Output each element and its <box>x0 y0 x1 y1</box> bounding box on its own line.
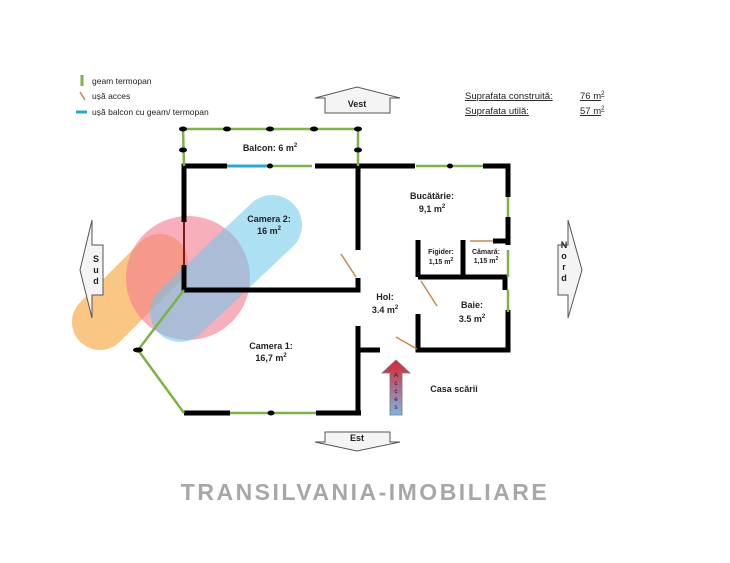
pantry-name: Cămară: <box>472 249 500 256</box>
fridge-name: Figider: <box>428 249 454 256</box>
usable-area-value: 57 m2 <box>580 106 605 117</box>
camera1-size: 16,7 m2 <box>255 353 287 363</box>
fridge-size: 1,15 m2 <box>429 257 454 266</box>
balcony-label: Balcon: 6 m2 <box>243 143 298 153</box>
pantry-size: 1,15 m2 <box>474 256 499 265</box>
camera1-name: Camera 1: <box>249 341 293 351</box>
decorative-circles <box>72 195 302 350</box>
bathroom-size: 3.5 m2 <box>459 314 486 324</box>
built-area-label: Suprafata construită: <box>465 91 553 102</box>
usable-area-label: Suprafata utilă: <box>465 106 529 117</box>
kitchen-name: Bucătărie: <box>410 191 454 201</box>
east-label: Est <box>350 433 364 443</box>
legend-door: ușă acces <box>92 91 130 101</box>
west-label: Vest <box>348 99 367 109</box>
west-arrow: Vest <box>314 86 401 114</box>
legend: geam termopan ușă acces ușă balcon cu ge… <box>76 75 209 117</box>
camera2-size: 16 m2 <box>257 226 282 236</box>
watermark: TRANSILVANIA-IMOBILIARE <box>181 479 549 505</box>
door-legend-icon <box>79 91 86 101</box>
doors <box>340 240 493 350</box>
hall-name: Hol: <box>376 292 394 302</box>
camera2-name: Camera 2: <box>247 214 291 224</box>
staircase-label: Casa scării <box>430 384 478 394</box>
bathroom-name: Baie: <box>461 300 483 310</box>
kitchen-size: 9,1 m2 <box>419 204 446 214</box>
legend-balcony-door: ușă balcon cu geam/ termopan <box>92 107 209 117</box>
legend-window: geam termopan <box>92 76 152 86</box>
room-labels: Balcon: 6 m2 Camera 2: 16 m2 Camera 1: 1… <box>243 143 500 394</box>
area-summary: Suprafata construită: 76 m2 Suprafata ut… <box>465 91 605 117</box>
hall-size: 3.4 m2 <box>372 305 399 315</box>
built-area-value: 76 m2 <box>580 91 605 102</box>
walls <box>181 163 511 416</box>
window-joints <box>133 126 453 416</box>
east-arrow: Est <box>314 431 401 452</box>
